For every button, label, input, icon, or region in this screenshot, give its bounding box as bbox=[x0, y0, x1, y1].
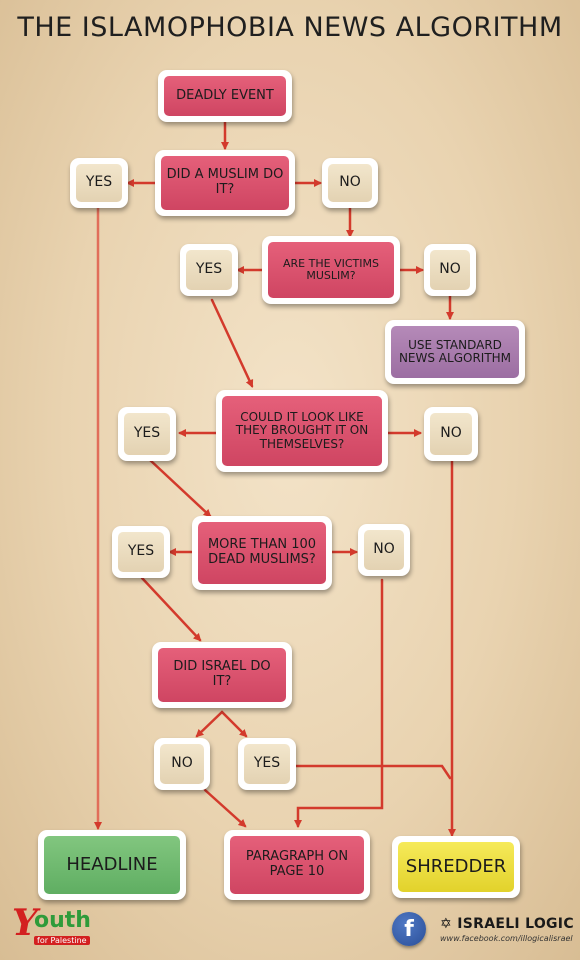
victims-muslim-node: ARE THE VICTIMS MUSLIM? bbox=[262, 236, 400, 304]
yes-5-node: YES bbox=[238, 738, 296, 790]
yes-4-node: YES bbox=[112, 526, 170, 578]
israeli-logic-text: ISRAELI LOGIC bbox=[457, 916, 574, 932]
yes-1-label: YES bbox=[76, 164, 122, 202]
israel-node: DID ISRAEL DO IT? bbox=[152, 642, 292, 708]
deadly-event-node: DEADLY EVENT bbox=[158, 70, 292, 122]
arrow-no4-paragraph bbox=[294, 578, 384, 828]
yes-2-node: YES bbox=[180, 244, 238, 296]
arrow-yes5-shredder bbox=[291, 764, 452, 780]
shredder-node: SHREDDER bbox=[392, 836, 520, 898]
headline-node: HEADLINE bbox=[38, 830, 186, 900]
no-2-node: NO bbox=[424, 244, 476, 296]
paragraph-node: PARAGRAPH ON PAGE 10 bbox=[224, 830, 370, 900]
did-muslim-node: DID A MUSLIM DO IT? bbox=[155, 150, 295, 216]
arrow-q5-no bbox=[195, 710, 224, 738]
arrow-yes2-q3 bbox=[210, 298, 254, 388]
youth-for-palestine-logo: Y outh for Palestine bbox=[12, 900, 132, 950]
yes-1-node: YES bbox=[70, 158, 128, 208]
no-4-label: NO bbox=[364, 530, 404, 570]
deadly-event-label: DEADLY EVENT bbox=[164, 76, 286, 116]
standard-algorithm-node: USE STANDARD NEWS ALGORITHM bbox=[385, 320, 525, 384]
facebook-url[interactable]: www.facebook.com/illogicalisrael bbox=[440, 934, 573, 943]
facebook-icon[interactable]: f bbox=[392, 912, 426, 946]
brought-it-label: COULD IT LOOK LIKE THEY BROUGHT IT ON TH… bbox=[222, 396, 382, 466]
yes-5-label: YES bbox=[244, 744, 290, 784]
paragraph-label: PARAGRAPH ON PAGE 10 bbox=[230, 836, 364, 894]
no-1-label: NO bbox=[328, 164, 372, 202]
youth-logo-text: outh bbox=[34, 908, 91, 933]
no-5-node: NO bbox=[154, 738, 210, 790]
more-than-100-label: MORE THAN 100 DEAD MUSLIMS? bbox=[198, 522, 326, 584]
standard-algorithm-label: USE STANDARD NEWS ALGORITHM bbox=[391, 326, 519, 378]
arrow-yes4-q5 bbox=[140, 576, 202, 642]
victims-muslim-label: ARE THE VICTIMS MUSLIM? bbox=[268, 242, 394, 298]
arrow-yes3-q4 bbox=[148, 458, 212, 518]
no-5-label: NO bbox=[160, 744, 204, 784]
no-2-label: NO bbox=[430, 250, 470, 290]
yes-3-node: YES bbox=[118, 407, 176, 461]
israel-label: DID ISRAEL DO IT? bbox=[158, 648, 286, 702]
headline-label: HEADLINE bbox=[44, 836, 180, 894]
youth-logo-sub: for Palestine bbox=[34, 936, 90, 945]
did-muslim-label: DID A MUSLIM DO IT? bbox=[161, 156, 289, 210]
more-than-100-node: MORE THAN 100 DEAD MUSLIMS? bbox=[192, 516, 332, 590]
yes-3-label: YES bbox=[124, 413, 170, 455]
page-title: THE ISLAMOPHOBIA NEWS ALGORITHM bbox=[17, 12, 563, 43]
star-of-david-icon: ✡ bbox=[440, 916, 453, 932]
youth-y-glyph: Y bbox=[12, 902, 38, 944]
arrow-no5-paragraph bbox=[203, 788, 247, 828]
no-4-node: NO bbox=[358, 524, 410, 576]
shredder-label: SHREDDER bbox=[398, 842, 514, 892]
no-3-node: NO bbox=[424, 407, 478, 461]
yes-4-label: YES bbox=[118, 532, 164, 572]
israeli-logic-brand: ✡ ISRAELI LOGIC bbox=[440, 916, 574, 932]
arrow-q5-yes bbox=[220, 710, 248, 738]
brought-it-node: COULD IT LOOK LIKE THEY BROUGHT IT ON TH… bbox=[216, 390, 388, 472]
yes-2-label: YES bbox=[186, 250, 232, 290]
no-1-node: NO bbox=[322, 158, 378, 208]
no-3-label: NO bbox=[430, 413, 472, 455]
